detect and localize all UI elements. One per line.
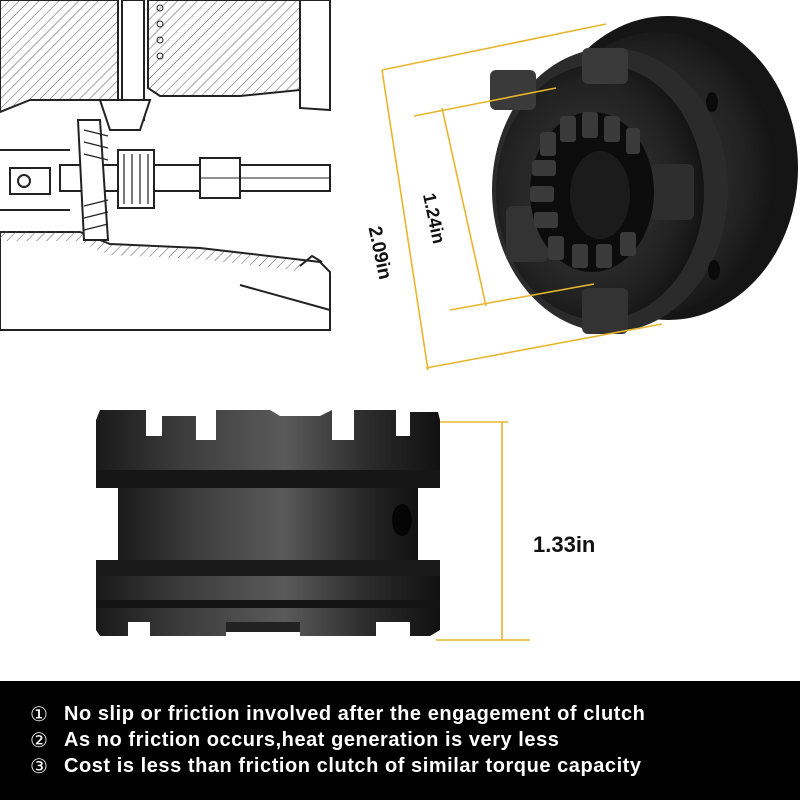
feature-item-1: ① No slip or friction involved after the… (30, 701, 800, 727)
feature-text-1: No slip or friction involved after the e… (64, 703, 646, 725)
feature-number-3: ③ (30, 754, 49, 778)
feature-item-2: ② As no friction occurs,heat generation … (30, 727, 800, 753)
feature-number-2: ② (30, 728, 49, 752)
feature-item-3: ③ Cost is less than friction clutch of s… (30, 753, 800, 779)
outboard-gearcase-drawing (0, 0, 331, 331)
dimension-lines (381, 23, 663, 641)
feature-list-banner: ① No slip or friction involved after the… (0, 681, 800, 800)
feature-number-1: ① (30, 702, 49, 726)
feature-text-3: Cost is less than friction clutch of sim… (64, 755, 642, 777)
height-label: 1.33in (533, 532, 596, 557)
feature-text-2: As no friction occurs,heat generation is… (64, 729, 560, 751)
clutch-side-view (96, 410, 440, 636)
clutch-front-view (490, 16, 798, 334)
